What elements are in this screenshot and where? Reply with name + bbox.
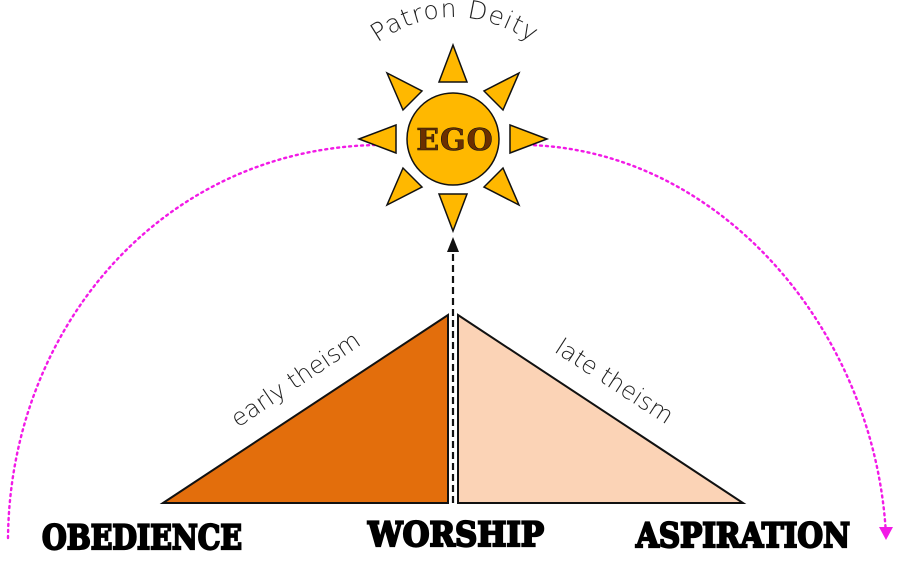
sun-icon: EGO: [356, 42, 550, 234]
patron-deity-text: Patron Deity: [365, 0, 543, 48]
sun-ray-left: [356, 123, 397, 155]
dotted-arc: [6, 143, 888, 540]
sun-disc: [406, 92, 500, 186]
worship-label: WORSHIP: [367, 515, 544, 555]
ego-label: EGO: [416, 123, 494, 158]
obedience-label: OBEDIENCE: [42, 518, 242, 558]
early-theism-triangle: [159, 313, 449, 504]
sun-ray-top-right: [482, 71, 521, 112]
sun-ray-bottom-right: [482, 166, 521, 207]
patron-deity-label: Patron Deity: [365, 0, 544, 48]
arc-arrowhead-icon: [879, 527, 893, 540]
arrow-up-icon: [447, 237, 459, 252]
sun-ray-bottom: [437, 193, 469, 234]
late-theism-triangle: [457, 313, 747, 504]
sun-ray-right: [509, 123, 550, 155]
sun-rays: [356, 42, 550, 234]
sun-ray-top-left: [385, 71, 424, 112]
sun-ray-top: [437, 42, 469, 83]
aspiration-label: ASPIRATION: [635, 516, 850, 556]
sun-ray-bottom-left: [385, 166, 424, 207]
